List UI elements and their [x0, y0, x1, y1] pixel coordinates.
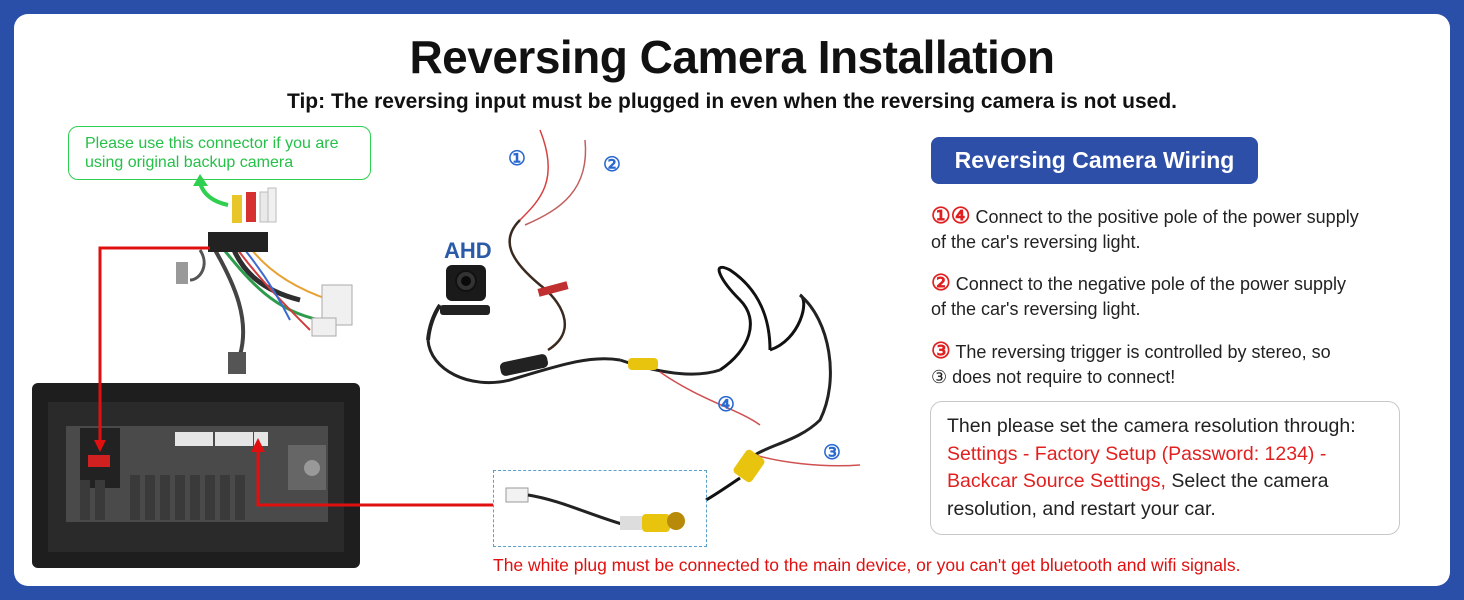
connector-note: Please use this connector if you are usi… [68, 126, 371, 180]
page-title: Reversing Camera Installation [409, 31, 1055, 83]
section-title: Reversing Camera Wiring [931, 137, 1258, 184]
wire-number-3: ③ [823, 442, 841, 464]
note-markers: ② [931, 270, 951, 295]
head-unit [32, 383, 360, 568]
white-plug-warning: The white plug must be connected to the … [493, 555, 1241, 575]
note-text: Connect to the negative pole of the powe… [931, 274, 1347, 319]
resolution-instructions: Then please set the camera resolution th… [930, 401, 1400, 535]
note-positive: ①④ Connect to the positive pole of the p… [931, 203, 1361, 255]
wire-harness [176, 187, 353, 374]
green-arrow-icon [198, 182, 229, 207]
wire-number-2: ② [603, 154, 621, 176]
resolution-outro: Select the camera resolution, and restar… [947, 470, 1329, 520]
note-markers: ①④ [931, 203, 971, 228]
note-text: Connect to the positive pole of the powe… [931, 207, 1359, 252]
red-arrow-harness [98, 246, 210, 440]
white-plug-cable [505, 487, 685, 532]
resolution-path: Settings - Factory Setup (Password: 1234… [947, 442, 1327, 493]
resolution-intro: Then please set the camera resolution th… [947, 415, 1356, 437]
note-markers: ③ [931, 338, 951, 363]
wire-number-1: ① [508, 148, 526, 170]
red-arrow-white-plug [256, 448, 493, 507]
note-text: The reversing trigger is controlled by s… [931, 342, 1331, 387]
note-trigger: ③ The reversing trigger is controlled by… [931, 338, 1351, 390]
wire-number-4: ④ [717, 394, 735, 416]
white-plug-highlight [493, 470, 707, 547]
ahd-label: AHD [444, 238, 492, 263]
note-negative: ② Connect to the negative pole of the po… [931, 270, 1361, 322]
tip-text: Tip: The reversing input must be plugged… [287, 90, 1177, 113]
ahd-camera [426, 265, 490, 341]
